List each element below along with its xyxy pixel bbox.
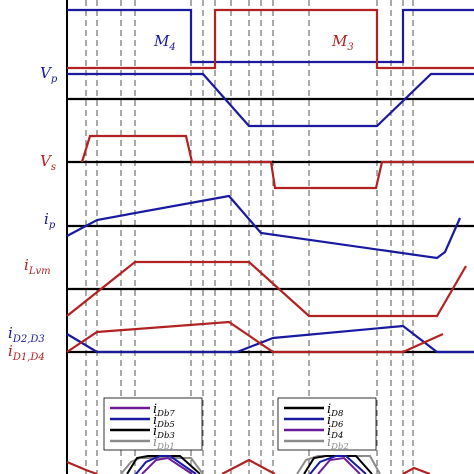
vs-label: Vs xyxy=(40,152,56,173)
legend-left: iDb7 iDb5 iDb3 iDb1 xyxy=(103,397,203,452)
ilvm-trace xyxy=(66,260,467,318)
legend-entry: iD8 xyxy=(327,402,344,419)
id14-label: iD1,D4 xyxy=(8,342,45,363)
vp-trace xyxy=(67,72,474,128)
vs-panel: Vs xyxy=(40,134,474,190)
legend-entry: iD4 xyxy=(327,424,343,441)
m4-gate-trace xyxy=(67,8,474,64)
ip-label: ip xyxy=(44,210,56,231)
vp-panel: Vp xyxy=(40,64,474,128)
diode-panel: iD2,D3 iD1,D4 xyxy=(8,320,474,363)
legend-entry: iDb1 xyxy=(153,435,175,452)
ip-panel: ip xyxy=(44,194,474,260)
legend-entry: iDb5 xyxy=(153,413,175,430)
ip-trace xyxy=(66,194,462,260)
bottom-black-right xyxy=(303,455,373,474)
gate-signals: M4 M3 xyxy=(67,8,474,70)
bottom-red-mid xyxy=(221,458,276,474)
id23-trace xyxy=(66,324,474,354)
id23-label: iD2,D3 xyxy=(8,324,45,345)
m3-label: M3 xyxy=(331,32,354,53)
bottom-red-right xyxy=(402,466,431,474)
id14-trace xyxy=(66,320,444,354)
bottom-gray-right xyxy=(296,455,381,474)
bottom-black-left xyxy=(126,455,201,474)
legend-right: iD8 iD6 iD4 iDb2 xyxy=(277,397,377,452)
m4-label: M4 xyxy=(153,32,176,53)
legend-entry: iDb2 xyxy=(327,435,349,452)
bottom-purple-right xyxy=(317,456,361,474)
legend-entry: iD6 xyxy=(327,413,344,430)
legend-entry: iDb7 xyxy=(153,402,175,419)
vp-label: Vp xyxy=(40,64,58,85)
timing-dashes xyxy=(85,0,414,474)
legend-entry: iDb3 xyxy=(153,424,175,441)
bottom-blue-left xyxy=(135,455,197,474)
m3-gate-trace xyxy=(67,8,474,70)
bottom-purple-left xyxy=(141,456,193,474)
vs-trace xyxy=(80,134,474,190)
bottom-blue-right xyxy=(309,455,367,474)
ilvm-label: iLvm xyxy=(24,256,51,277)
bottom-traces xyxy=(66,455,431,474)
ilvm-panel: iLvm xyxy=(24,256,474,318)
bottom-red-left xyxy=(66,460,98,474)
